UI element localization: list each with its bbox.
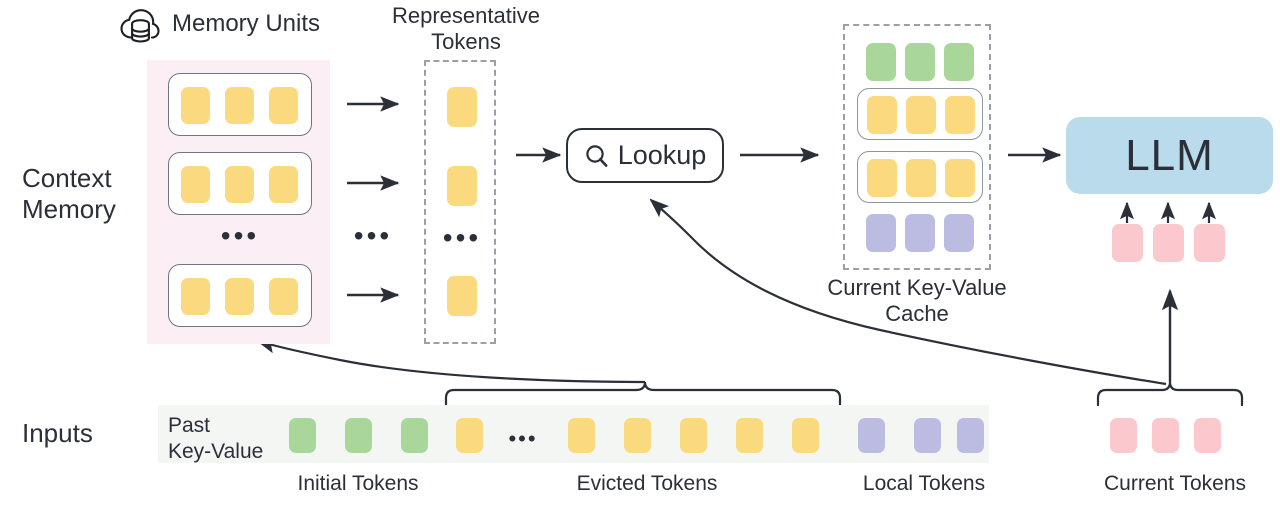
input-evicted-ellipsis: •••	[508, 426, 538, 451]
kv-local-token-2	[905, 214, 935, 252]
memory-unit-1-token-1	[181, 87, 210, 124]
representative-tokens-ellipsis: •••	[442, 222, 482, 253]
kv-retrieved-1-token-1	[867, 96, 897, 134]
memory-unit-n-token-2	[225, 278, 254, 315]
memory-units-label: Memory Units	[172, 10, 321, 37]
input-evicted-token-1	[456, 418, 483, 453]
representative-tokens-label: Representative Tokens	[392, 3, 540, 55]
input-evicted-token-3	[624, 418, 651, 453]
kv-retrieved-2-token-3	[945, 159, 975, 197]
kv-row-local	[866, 214, 974, 252]
memory-unit-2-token-3	[269, 166, 298, 203]
memory-unit-1[interactable]	[168, 73, 312, 136]
llm-box[interactable]: LLM	[1066, 117, 1273, 194]
representative-token-n	[447, 276, 477, 316]
past-key-value-label: Past Key-Value	[168, 414, 264, 464]
llm-input-token-1	[1112, 224, 1143, 262]
kv-initial-token-3	[944, 43, 974, 81]
arrow-column-ellipsis: •••	[353, 220, 393, 251]
input-evicted-token-2	[568, 418, 595, 453]
representative-token-2	[447, 166, 477, 206]
kv-row-retrieved-unit-1[interactable]	[857, 88, 983, 140]
kv-retrieved-1-token-3	[945, 96, 975, 134]
input-initial-token-2	[345, 418, 372, 453]
input-local-token-1	[858, 418, 885, 453]
llm-input-token-2	[1153, 224, 1184, 262]
memory-unit-1-token-3	[269, 87, 298, 124]
memory-unit-n[interactable]	[168, 264, 312, 327]
kv-row-initial	[866, 43, 974, 81]
memory-unit-2-token-2	[225, 166, 254, 203]
lookup-label: Lookup	[617, 140, 707, 170]
representative-tokens-box: •••	[424, 60, 496, 344]
kv-initial-token-2	[905, 43, 935, 81]
kv-initial-token-1	[866, 43, 896, 81]
kv-row-retrieved-unit-2[interactable]	[857, 151, 983, 203]
inputs-label: Inputs	[22, 418, 93, 448]
initial-tokens-caption: Initial Tokens	[297, 472, 419, 495]
input-initial-token-3	[401, 418, 428, 453]
current-kv-cache-box	[843, 24, 991, 270]
cloud-database-icon	[118, 4, 162, 48]
kv-local-token-1	[866, 214, 896, 252]
llm-input-token-3	[1194, 224, 1225, 262]
representative-token-1	[447, 87, 477, 127]
kv-local-token-3	[944, 214, 974, 252]
input-current-token-1	[1110, 418, 1137, 453]
llm-label: LLM	[1125, 130, 1214, 180]
current-kv-cache-label: Current Key-Value Cache	[827, 275, 1007, 327]
context-memory-label: Context Memory	[22, 163, 116, 224]
local-tokens-caption: Local Tokens	[862, 472, 986, 495]
kv-retrieved-2-token-2	[906, 159, 936, 197]
brace-current-tokens	[1096, 381, 1244, 407]
input-local-token-3	[957, 418, 984, 453]
input-evicted-token-4	[680, 418, 707, 453]
memory-units-ellipsis: •••	[220, 220, 260, 251]
memory-unit-1-token-2	[225, 87, 254, 124]
input-current-token-2	[1152, 418, 1179, 453]
input-current-token-3	[1194, 418, 1221, 453]
evicted-tokens-caption: Evicted Tokens	[576, 472, 718, 495]
kv-retrieved-1-token-2	[906, 96, 936, 134]
memory-unit-n-token-1	[181, 278, 210, 315]
search-icon	[584, 143, 610, 169]
input-evicted-token-5	[736, 418, 763, 453]
lookup-button[interactable]: Lookup	[566, 128, 724, 183]
memory-unit-n-token-3	[269, 278, 298, 315]
memory-unit-2-token-1	[181, 166, 210, 203]
kv-retrieved-2-token-1	[867, 159, 897, 197]
input-local-token-2	[914, 418, 941, 453]
input-initial-token-1	[289, 418, 316, 453]
current-tokens-caption: Current Tokens	[1103, 472, 1247, 495]
memory-unit-2[interactable]	[168, 152, 312, 215]
input-evicted-token-6	[792, 418, 819, 453]
curve-evicted-to-context-memory	[255, 338, 646, 384]
brace-evicted-tokens	[444, 381, 842, 407]
